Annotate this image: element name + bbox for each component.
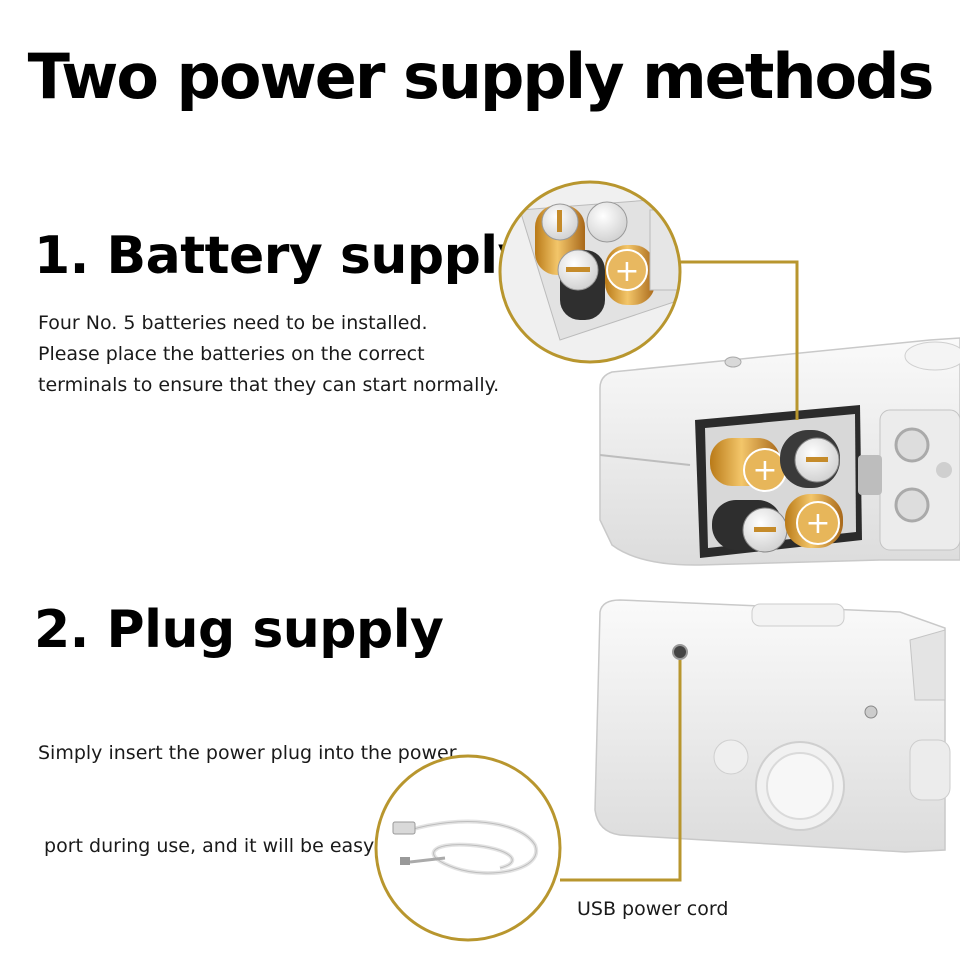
battery-desc-line: Four No. 5 batteries need to be installe… <box>38 312 428 334</box>
battery-supply-heading: 1. Battery supply <box>34 226 532 286</box>
plug-callout-line <box>560 660 682 882</box>
plug-desc-line: Simply insert the power plug into the po… <box>38 742 457 764</box>
battery-zoom-inset: + <box>498 180 682 364</box>
battery-plus-icon: + <box>805 506 830 541</box>
battery-cell: + <box>785 494 843 548</box>
page-title: Two power supply methods <box>27 40 935 113</box>
usb-cord-inset <box>374 754 562 942</box>
battery-plus-icon: + <box>752 453 777 488</box>
plug-supply-heading: 2. Plug supply <box>34 600 444 660</box>
usb-cord-caption: USB power cord <box>577 898 729 920</box>
battery-cell <box>780 430 840 488</box>
plug-supply-description: Simply insert the power plug into the po… <box>38 676 457 893</box>
sewing-machine-plug-view <box>594 599 951 853</box>
battery-desc-line: Please place the batteries on the correc… <box>38 343 425 365</box>
battery-plus-icon: + <box>614 254 639 289</box>
battery-cell: + <box>710 438 787 492</box>
battery-callout-line <box>680 260 799 420</box>
battery-cell <box>712 500 788 553</box>
battery-desc-line: terminals to ensure that they can start … <box>38 374 500 396</box>
battery-supply-description: Four No. 5 batteries need to be installe… <box>38 308 499 401</box>
sewing-machine-battery-view: + + <box>599 337 960 566</box>
